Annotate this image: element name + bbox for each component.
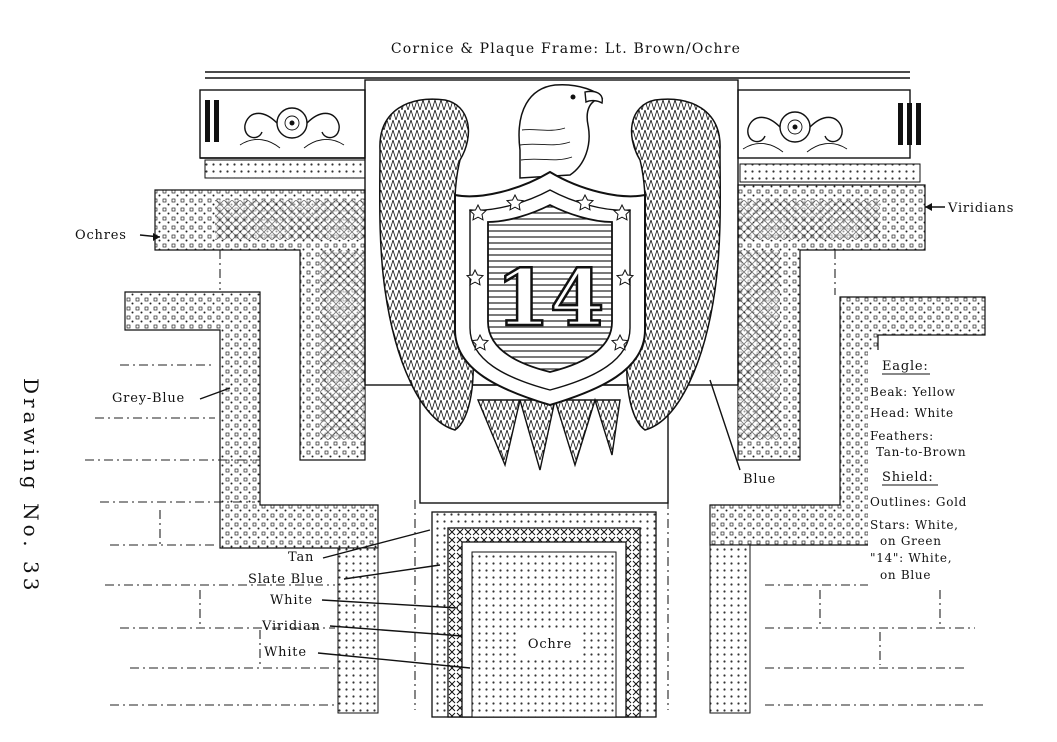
label-blue: Blue <box>743 472 776 487</box>
eagle <box>378 83 722 471</box>
legend-outlines: Outlines: Gold <box>870 495 967 509</box>
label-viridian: Viridian <box>261 619 321 634</box>
legend-shield-heading: Shield: <box>882 470 934 485</box>
label-white-2: White <box>264 645 307 660</box>
plaque-number: 14 <box>496 253 605 344</box>
label-tan: Tan <box>288 550 314 565</box>
drawing-title: Cornice & Plaque Frame: Lt. Brown/Ochre <box>391 41 741 57</box>
label-ochre: Ochre <box>528 637 572 652</box>
rosette-ornament-right <box>742 111 848 153</box>
cornice <box>199 71 921 183</box>
shield: 14 <box>454 170 646 407</box>
legend-number: "14": White, <box>870 551 952 565</box>
side-title: Drawing No. 33 <box>19 378 43 594</box>
callout-lines <box>139 203 945 669</box>
label-grey-blue: Grey-Blue <box>112 391 185 406</box>
legend-stars-bg: on Green <box>880 534 942 548</box>
legend-head: Head: White <box>870 406 954 420</box>
legend-eagle-heading: Eagle: <box>882 359 929 374</box>
legend-beak: Beak: Yellow <box>870 385 956 399</box>
label-viridians: Viridians <box>947 201 1014 216</box>
rosette-ornament-left <box>239 107 345 149</box>
legend-feathers: Feathers: <box>870 429 934 443</box>
lower-panel <box>431 511 657 718</box>
color-legend: Eagle: Beak: Yellow Head: White Feathers… <box>868 350 988 586</box>
brickwork <box>85 250 985 710</box>
legend-stars: Stars: White, <box>870 518 959 532</box>
label-ochres: Ochres <box>75 228 127 243</box>
label-white-1: White <box>270 593 313 608</box>
label-slate-blue: Slate Blue <box>248 572 324 587</box>
legend-number-bg: on Blue <box>880 568 931 582</box>
legend-feathers-color: Tan-to-Brown <box>876 445 966 459</box>
